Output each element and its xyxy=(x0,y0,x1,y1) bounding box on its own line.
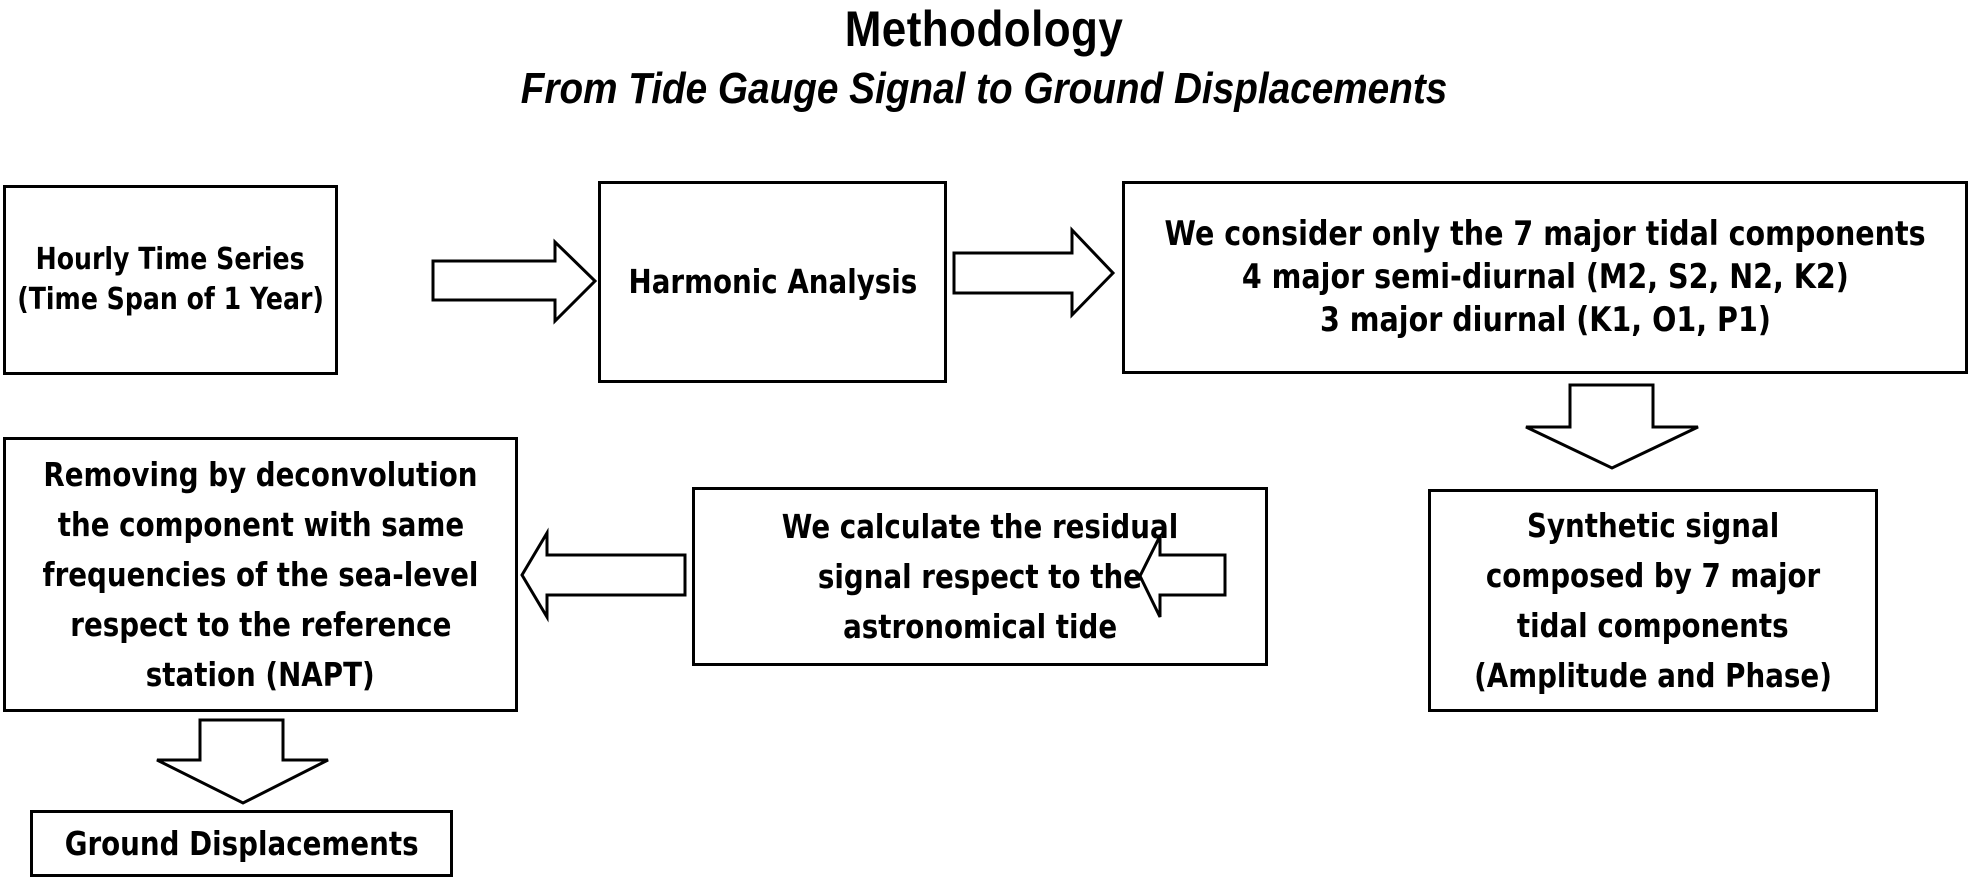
step-text-line: respect to the reference xyxy=(69,604,452,644)
step-text-line: Synthetic signal xyxy=(1526,505,1780,545)
step-major-tidal-components: We consider only the 7 major tidal compo… xyxy=(1122,181,1968,374)
step-text-line: signal respect to the xyxy=(817,556,1143,596)
step-residual-signal: We calculate the residual signal respect… xyxy=(692,487,1268,666)
step-text-line: 3 major diurnal (K1, O1, P1) xyxy=(1319,300,1771,340)
step-deconvolution: Removing by deconvolution the component … xyxy=(3,437,518,712)
arrow-right-icon xyxy=(431,238,598,325)
step-hourly-time-series: Hourly Time Series (Time Span of 1 Year) xyxy=(3,185,338,375)
step-synthetic-signal: Synthetic signal composed by 7 major tid… xyxy=(1428,489,1878,712)
step-text-line: Ground Displacements xyxy=(64,823,419,863)
step-text-line: frequencies of the sea-level xyxy=(42,554,479,594)
step-text-line: tidal components xyxy=(1517,605,1789,645)
step-text-line: station (NAPT) xyxy=(146,654,375,694)
diagram-subtitle: From Tide Gauge Signal to Ground Displac… xyxy=(520,64,1448,113)
step-text-line: We calculate the residual xyxy=(781,506,1179,546)
arrow-left-icon xyxy=(520,527,687,623)
step-ground-displacements: Ground Displacements xyxy=(30,810,453,877)
step-text-line: We consider only the 7 major tidal compo… xyxy=(1164,214,1926,254)
step-text-line: (Amplitude and Phase) xyxy=(1474,655,1832,695)
step-text-line: Removing by deconvolution xyxy=(43,454,478,494)
step-text-line: 4 major semi-diurnal (M2, S2, N2, K2) xyxy=(1241,257,1849,297)
step-harmonic-analysis: Harmonic Analysis xyxy=(598,181,947,383)
step-text-line: (Time Span of 1 Year) xyxy=(17,282,324,317)
step-text-line: astronomical tide xyxy=(842,606,1118,646)
step-text-line: Hourly Time Series xyxy=(36,242,305,277)
step-text-line: Harmonic Analysis xyxy=(628,262,917,301)
arrow-down-icon xyxy=(156,718,329,805)
diagram-title: Methodology xyxy=(844,1,1124,57)
arrow-down-icon xyxy=(1525,383,1699,470)
arrow-right-icon xyxy=(952,226,1116,319)
step-text-line: the component with same xyxy=(57,504,464,544)
step-text-line: composed by 7 major xyxy=(1485,555,1821,595)
